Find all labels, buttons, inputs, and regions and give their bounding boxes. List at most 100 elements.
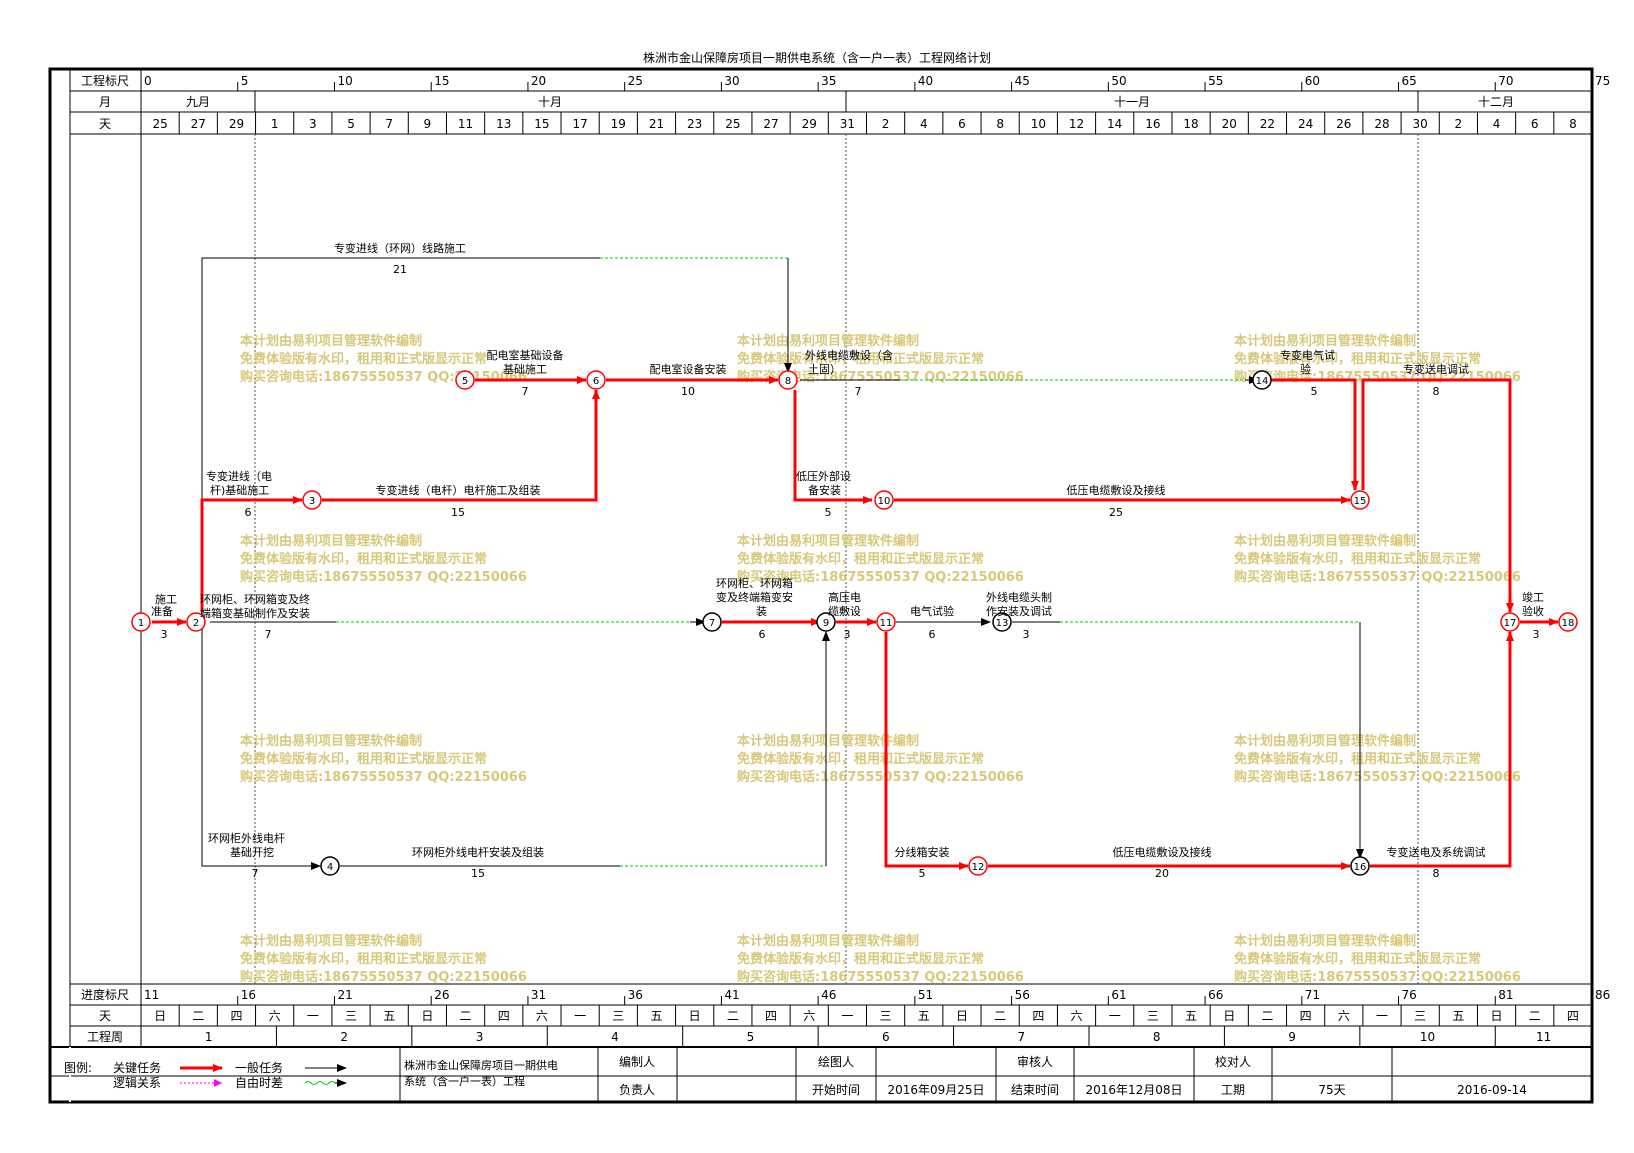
activity-labels: 施工 准备 3 专变进线（环网）线路施工 21 专变进线（电 杆)基础施工 6 … — [151, 241, 1544, 880]
weekday-cell: 三 — [612, 1009, 624, 1023]
task-label: 端箱变基础制作及安装 — [200, 606, 310, 620]
progress-tick-label: 36 — [628, 988, 643, 1002]
task-label: 基础开挖 — [230, 845, 274, 859]
day-cell: 22 — [1260, 117, 1275, 131]
watermark-line: 免费体验版有水印，租用和正式版显示正常 — [1234, 351, 1481, 367]
watermark-group: 本计划由易利项目管理软件编制免费体验版有水印，租用和正式版显示正常购买咨询电话:… — [240, 333, 1521, 985]
week-cell: 4 — [611, 1030, 619, 1044]
scale-tick-label: 0 — [144, 74, 152, 88]
plan-date: 2016-09-14 — [1457, 1083, 1527, 1097]
task-label: 专变进线（环网）线路施工 — [334, 241, 466, 255]
month-dividers — [254, 91, 1419, 112]
progress-tick-label: 31 — [531, 988, 546, 1002]
week-cell: 10 — [1420, 1030, 1435, 1044]
week-cell: 5 — [747, 1030, 755, 1044]
task-dur: 6 — [759, 628, 766, 641]
day-cell: 5 — [347, 117, 355, 131]
task-dur: 3 — [844, 628, 851, 641]
watermark-line: 本计划由易利项目管理软件编制 — [737, 533, 919, 549]
progress-tick-label: 86 — [1595, 988, 1610, 1002]
task-dur: 3 — [1533, 628, 1540, 641]
watermark-line: 本计划由易利项目管理软件编制 — [737, 333, 919, 349]
crit-16-17 — [1370, 631, 1514, 868]
event-node-5: 5 — [455, 370, 475, 390]
weekday-cell: 二 — [994, 1009, 1006, 1023]
node-circle — [874, 490, 894, 510]
weekday-cell: 六 — [1338, 1009, 1350, 1023]
progress-tick-label: 16 — [241, 988, 256, 1002]
weekday-cell: 五 — [383, 1009, 395, 1023]
task-dur: 3 — [161, 628, 168, 641]
day-cell: 31 — [840, 117, 855, 131]
node-number: 17 — [1504, 618, 1517, 629]
weekday-cells: 日二四六一三五日二四六一三五日二四六一三五日二四六一三五日二四六一三五日二四 — [154, 1005, 1579, 1026]
day-cell: 12 — [1069, 117, 1084, 131]
node-number: 12 — [972, 862, 985, 873]
event-node-8: 8 — [778, 370, 798, 390]
progress-tick-label: 56 — [1015, 988, 1030, 1002]
task-label: 低压外部设 — [796, 469, 851, 483]
task-label: 配电室设备安装 — [650, 362, 727, 376]
day-cell: 10 — [1031, 117, 1046, 131]
scale-tick-label: 45 — [1015, 74, 1030, 88]
legend-critical: 关键任务 — [113, 1060, 161, 1075]
watermark-line: 购买咨询电话:18675550537 QQ:22150066 — [240, 769, 527, 785]
weekday-cell: 日 — [689, 1009, 701, 1023]
watermark-line: 本计划由易利项目管理软件编制 — [240, 733, 422, 749]
progress-tick-label: 11 — [144, 988, 159, 1002]
weekday-cell: 二 — [727, 1009, 739, 1023]
weekday-cell: 二 — [192, 1009, 204, 1023]
task-label: 外线电缆头制 — [986, 590, 1052, 604]
day-cell: 9 — [424, 117, 432, 131]
reviewer-label: 审核人 — [1017, 1054, 1053, 1069]
week-cell: 11 — [1536, 1030, 1551, 1044]
node-number: 2 — [193, 618, 199, 629]
crit-3-6 — [322, 389, 600, 502]
weekday-cell: 三 — [1147, 1009, 1159, 1023]
node-number: 18 — [1562, 618, 1575, 629]
scale-tick-label: 55 — [1208, 74, 1223, 88]
checker-label: 校对人 — [1215, 1054, 1251, 1069]
event-node-1: 1 — [131, 612, 151, 632]
task-label: 验收 — [1522, 604, 1544, 618]
watermark-line: 本计划由易利项目管理软件编制 — [737, 733, 919, 749]
task-label: 分线箱安装 — [895, 845, 950, 859]
node-circle — [131, 612, 151, 632]
day-cell: 11 — [458, 117, 473, 131]
week-cell: 2 — [340, 1030, 348, 1044]
watermark-line: 免费体验版有水印，租用和正式版显示正常 — [737, 751, 984, 767]
week-cell: 9 — [1288, 1030, 1296, 1044]
watermark-line: 购买咨询电话:18675550537 QQ:22150066 — [1234, 369, 1521, 385]
day-cell: 30 — [1413, 117, 1428, 131]
scale-tick-label: 30 — [724, 74, 739, 88]
month-dec: 十二月 — [1478, 95, 1514, 109]
weekday-cell: 二 — [1529, 1009, 1541, 1023]
node-circle — [455, 370, 475, 390]
weekday-cell: 二 — [460, 1009, 472, 1023]
event-node-6: 6 — [586, 370, 606, 390]
weekday-cell: 日 — [1223, 1009, 1235, 1023]
watermark-line: 免费体验版有水印，租用和正式版显示正常 — [1234, 951, 1481, 967]
duration-label: 工期 — [1221, 1083, 1245, 1097]
day-cell: 8 — [996, 117, 1004, 131]
node-circle — [876, 612, 896, 632]
node-number: 15 — [1354, 496, 1367, 507]
weekday-cell: 二 — [1261, 1009, 1273, 1023]
scale-tick-label: 10 — [337, 74, 352, 88]
week-cell: 8 — [1153, 1030, 1161, 1044]
progress-tick-label: 71 — [1305, 988, 1320, 1002]
task-dur: 15 — [451, 506, 465, 519]
progress-tick-label: 51 — [918, 988, 933, 1002]
end-label: 结束时间 — [1011, 1083, 1059, 1097]
node-number: 7 — [709, 618, 715, 629]
weekday-cell: 日 — [421, 1009, 433, 1023]
month-boundaries — [254, 134, 1419, 984]
node-number: 10 — [878, 496, 891, 507]
task-label: 备安装 — [808, 483, 841, 497]
task-dur: 10 — [681, 385, 695, 398]
project-name-2: 系统（含一户一表）工程 — [404, 1074, 525, 1088]
node-circle — [992, 612, 1012, 632]
legend-general: 一般任务 — [235, 1060, 283, 1075]
